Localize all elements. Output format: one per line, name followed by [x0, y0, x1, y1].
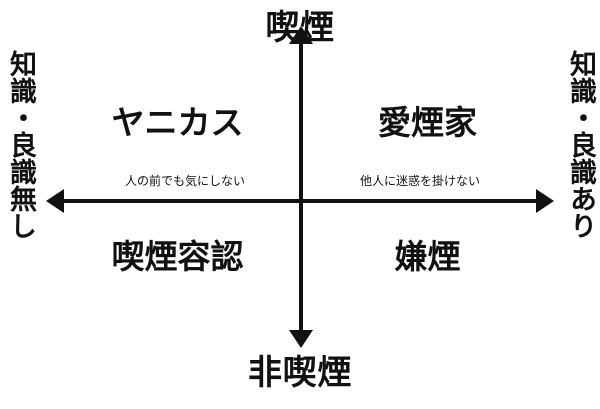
quadrant-label-top-left: ヤニカス: [111, 103, 244, 142]
note-right: 他人に迷惑を掛けない: [359, 174, 480, 188]
arrow-right-icon: [536, 189, 554, 213]
horizontal-axis-line: [58, 199, 542, 203]
arrow-up-icon: [289, 26, 313, 44]
quadrant-label-bottom-left: 喫煙容認: [111, 237, 244, 276]
note-left: 人の前でも気にしない: [124, 174, 245, 188]
axis-label-top: 喫煙: [265, 8, 335, 48]
axis-label-right: 知識・良識あり: [565, 50, 596, 239]
axis-label-bottom: 非喫煙: [247, 353, 353, 393]
arrow-down-icon: [289, 330, 313, 348]
axis-label-left: 知識・良識無し: [5, 50, 36, 239]
quadrant-label-top-right: 愛煙家: [378, 103, 477, 142]
vertical-axis-line: [299, 38, 303, 338]
quadrant-label-bottom-right: 嫌煙: [394, 237, 461, 276]
arrow-left-icon: [46, 189, 64, 213]
